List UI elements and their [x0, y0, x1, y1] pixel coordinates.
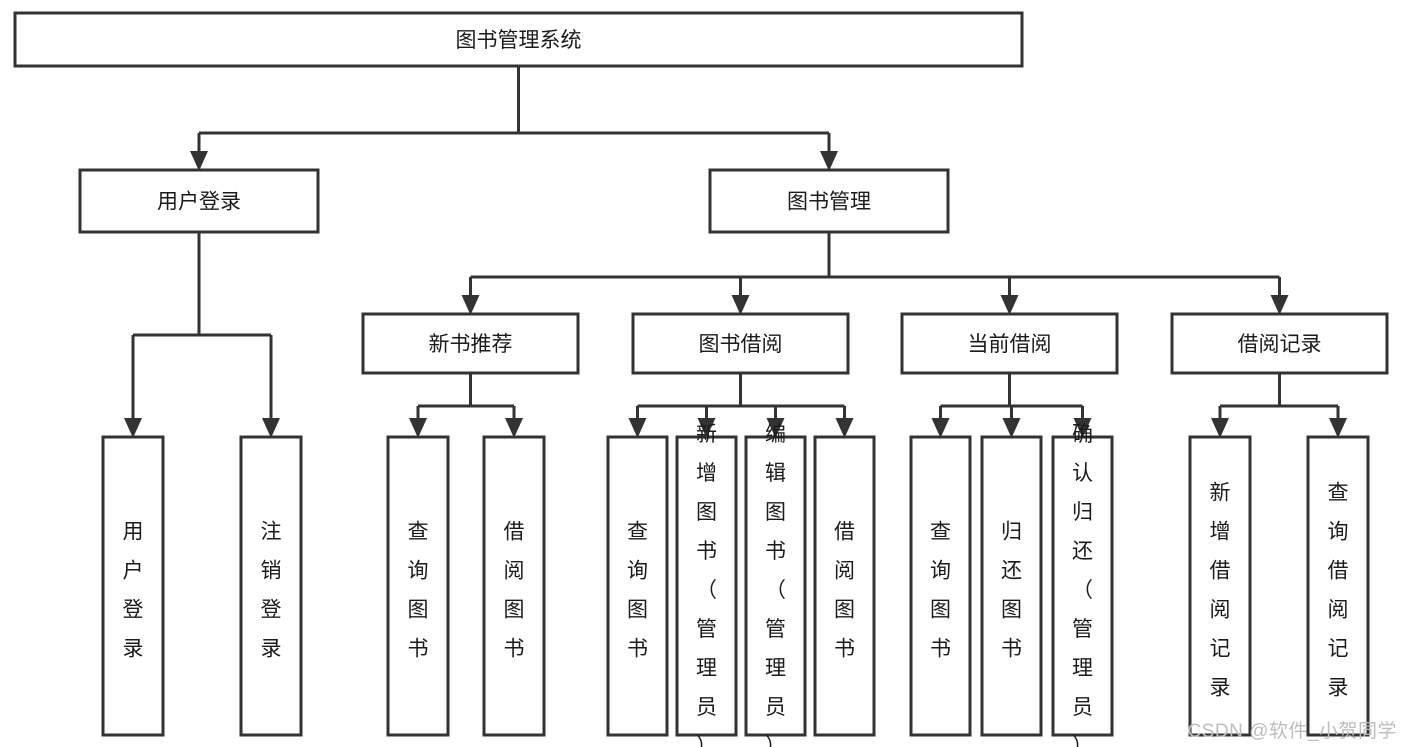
connector-arrowhead — [409, 418, 427, 438]
connector-arrowhead — [124, 418, 142, 438]
node-box — [900, 312, 1119, 375]
node-label: 注销登录 — [261, 520, 282, 660]
connector-arrowhead — [731, 295, 750, 315]
node-box — [606, 435, 669, 737]
node-label: 图书借阅 — [699, 333, 783, 356]
node-leaf-user-login[interactable]: 用户登录 — [101, 435, 165, 737]
connector-arrowhead — [461, 295, 480, 315]
connector-arrowhead — [820, 151, 838, 171]
node-label: 查询图书 — [930, 520, 951, 660]
node-box — [675, 435, 738, 737]
node-box — [386, 435, 450, 737]
node-label: 新增借阅记录 — [1210, 481, 1231, 699]
node-label: 当前借阅 — [968, 333, 1052, 356]
connector-arrowhead — [1000, 295, 1019, 315]
node-box — [708, 168, 950, 234]
node-leaf-query-record[interactable]: 查询借阅记录 — [1306, 435, 1370, 737]
node-label: 图书管理系统 — [456, 29, 582, 52]
node-user-login[interactable]: 用户登录 — [78, 168, 320, 234]
connector-arrowhead — [697, 418, 716, 438]
connector-arrowhead — [931, 418, 950, 438]
node-box — [13, 11, 1024, 68]
connector-arrowhead — [1270, 295, 1289, 315]
connector-arrowhead — [262, 418, 280, 438]
node-label: 新增图书（管理员） — [696, 423, 717, 747]
node-box — [482, 435, 546, 737]
connector-arrowhead — [190, 151, 208, 171]
node-borrow-record[interactable]: 借阅记录 — [1170, 312, 1389, 375]
node-leaf-add-record[interactable]: 新增借阅记录 — [1188, 435, 1252, 737]
node-leaf-query-book-current[interactable]: 查询图书 — [909, 435, 972, 737]
node-box — [909, 435, 972, 737]
node-box — [101, 435, 165, 737]
node-label: 借阅图书 — [504, 520, 525, 660]
node-label: 查询图书 — [627, 520, 648, 660]
connector-arrowhead — [1211, 418, 1229, 438]
node-new-book-recommend[interactable]: 新书推荐 — [361, 312, 580, 375]
node-leaf-query-book-borrow[interactable]: 查询图书 — [606, 435, 669, 737]
node-leaf-query-book-rec[interactable]: 查询图书 — [386, 435, 450, 737]
node-leaf-add-book[interactable]: 新增图书（管理员） — [675, 423, 738, 747]
node-label: 归还图书 — [1001, 520, 1022, 660]
node-leaf-confirm-return[interactable]: 确认归还（管理员） — [1051, 423, 1114, 747]
watermark-label: CSDN @软件_小贺同学 — [1187, 721, 1397, 742]
node-label: 查询图书 — [408, 520, 429, 660]
connector-arrowhead — [505, 418, 523, 438]
node-box — [980, 435, 1043, 737]
node-root[interactable]: 图书管理系统 — [13, 11, 1024, 68]
node-box — [1188, 435, 1252, 737]
node-box — [78, 168, 320, 234]
connector-arrowhead — [1329, 418, 1347, 438]
node-label: 借阅图书 — [834, 520, 855, 660]
node-label: 图书管理 — [787, 191, 871, 214]
node-box — [744, 435, 807, 737]
connector-layer — [124, 66, 1347, 438]
node-leaf-borrow-book[interactable]: 借阅图书 — [813, 435, 876, 737]
node-leaf-return-book[interactable]: 归还图书 — [980, 435, 1043, 737]
node-label: 借阅记录 — [1238, 333, 1322, 356]
node-leaf-edit-book[interactable]: 编辑图书（管理员） — [744, 423, 807, 747]
node-leaf-borrow-book-rec[interactable]: 借阅图书 — [482, 435, 546, 737]
node-box — [1306, 435, 1370, 737]
node-box — [1170, 312, 1389, 375]
connector-arrowhead — [628, 418, 647, 438]
node-label: 新书推荐 — [429, 333, 513, 356]
connector-arrowhead — [835, 418, 854, 438]
connector-arrowhead — [1002, 418, 1021, 438]
connector-arrowhead — [766, 418, 785, 438]
node-book-manage[interactable]: 图书管理 — [708, 168, 950, 234]
node-box — [813, 435, 876, 737]
node-current-borrow[interactable]: 当前借阅 — [900, 312, 1119, 375]
node-box — [239, 435, 303, 737]
node-book-borrow[interactable]: 图书借阅 — [631, 312, 850, 375]
node-layer: 图书管理系统用户登录图书管理新书推荐图书借阅当前借阅借阅记录用户登录注销登录查询… — [13, 11, 1389, 747]
node-label: 用户登录 — [157, 191, 241, 214]
node-label: 编辑图书（管理员） — [765, 423, 786, 747]
connector-arrowhead — [1073, 418, 1092, 438]
node-label: 确认归还（管理员） — [1072, 423, 1093, 747]
node-box — [361, 312, 580, 375]
node-label: 查询借阅记录 — [1328, 481, 1349, 699]
node-box — [1051, 435, 1114, 737]
node-box — [631, 312, 850, 375]
node-leaf-user-logout[interactable]: 注销登录 — [239, 435, 303, 737]
node-label: 用户登录 — [123, 520, 144, 660]
